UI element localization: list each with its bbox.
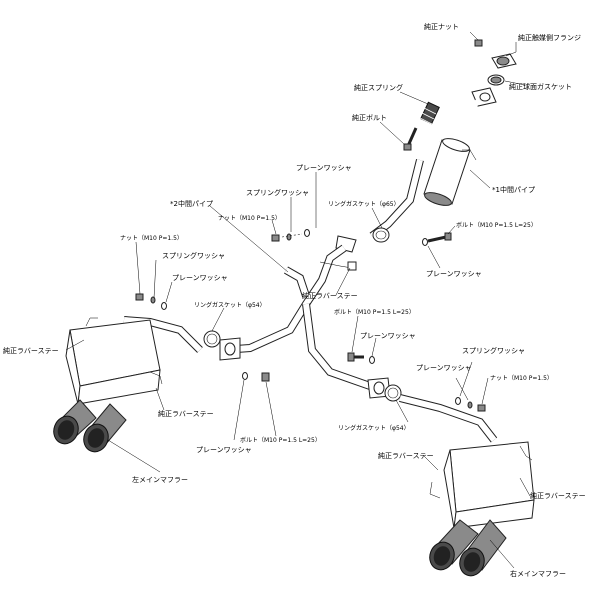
bolt-washer-right-top xyxy=(422,232,452,246)
label-mid-pipe-2: *2中間パイプ xyxy=(170,199,213,208)
ring-gasket-65-part xyxy=(372,227,390,243)
ring-gasket-54-left-part xyxy=(203,330,221,348)
label-plain-washer-top: プレーンワッシャ xyxy=(296,164,352,172)
label-stock-rubber-stay-center: 純正ラバーステー xyxy=(302,291,358,300)
label-left-main-muffler: 左メインマフラー xyxy=(132,475,188,484)
label-spring-washer-top: スプリングワッシャ xyxy=(246,188,309,197)
ring-gasket-54-center-part xyxy=(384,384,402,402)
stock-nut-part xyxy=(474,39,483,47)
label-plain-washer-bottom: プレーンワッシャ xyxy=(196,446,252,454)
label-bolt-m10-l25-right: ボルト（M10 P=1.5 L=25） xyxy=(456,221,537,229)
label-mid-pipe-1: *1中間パイプ xyxy=(492,185,535,194)
leader-lines xyxy=(65,31,531,569)
stock-spherical-gasket-part xyxy=(487,74,505,86)
label-plain-washer-left: プレーンワッシャ xyxy=(172,274,228,282)
label-stock-rubber-stay-right-top: 純正ラバーステー xyxy=(378,451,434,460)
label-stock-rubber-stay-left-lower: 純正ラバーステー xyxy=(158,409,214,418)
nut-washers-right xyxy=(455,397,486,412)
label-stock-bolt: 純正ボルト xyxy=(352,113,387,122)
mid-pipe-2-part xyxy=(219,235,391,399)
stock-spring-part xyxy=(419,101,440,125)
label-nut-m10-top: ナット（M10 P=1.5） xyxy=(218,215,281,222)
label-stock-rubber-stay-left: 純正ラバーステー xyxy=(3,346,59,355)
label-right-main-muffler: 右メインマフラー xyxy=(510,569,566,578)
nut-washers-top xyxy=(271,229,310,242)
stock-bolt-part xyxy=(403,127,418,151)
bolt-washer-left-lower xyxy=(242,372,270,382)
label-plain-washer-right: プレーンワッシャ xyxy=(426,270,482,278)
label-stock-nut: 純正ナット xyxy=(424,22,459,31)
labels: 純正ナット 純正触媒側フランジ 純正球面ガスケット 純正スプリング 純正ボルト … xyxy=(3,22,586,578)
label-plain-washer-right2: プレーンワッシャ xyxy=(416,364,472,372)
label-ring-gasket-54-left: リングガスケット（φ54） xyxy=(194,301,266,309)
stock-cat-flange-part xyxy=(491,53,517,69)
label-nut-m10-right: ナット（M10 P=1.5） xyxy=(490,375,553,382)
label-bolt-m10-l25-center: ボルト（M10 P=1.5 L=25） xyxy=(334,308,415,316)
label-stock-spherical-gasket: 純正球面ガスケット xyxy=(509,82,572,91)
label-stock-spring: 純正スプリング xyxy=(354,83,403,92)
label-plain-washer-center: プレーンワッシャ xyxy=(360,332,416,340)
label-ring-gasket-65: リングガスケット（φ65） xyxy=(328,200,400,208)
bolt-washer-center xyxy=(347,352,375,364)
label-bolt-m10-l25-bottom: ボルト（M10 P=1.5 L=25） xyxy=(240,436,321,444)
label-spring-washer-right: スプリングワッシャ xyxy=(462,346,525,355)
label-stock-cat-flange: 純正触媒側フランジ xyxy=(518,33,581,42)
left-main-muffler-part xyxy=(53,316,203,453)
nut-washers-left xyxy=(135,293,167,310)
label-ring-gasket-54-center: リングガスケット（φ54） xyxy=(338,424,410,432)
label-nut-m10-left: ナット（M10 P=1.5） xyxy=(120,235,183,242)
label-stock-rubber-stay-right: 純正ラバーステー xyxy=(530,491,586,500)
right-main-muffler-part xyxy=(399,394,535,577)
label-spring-washer-left: スプリングワッシャ xyxy=(162,251,225,260)
